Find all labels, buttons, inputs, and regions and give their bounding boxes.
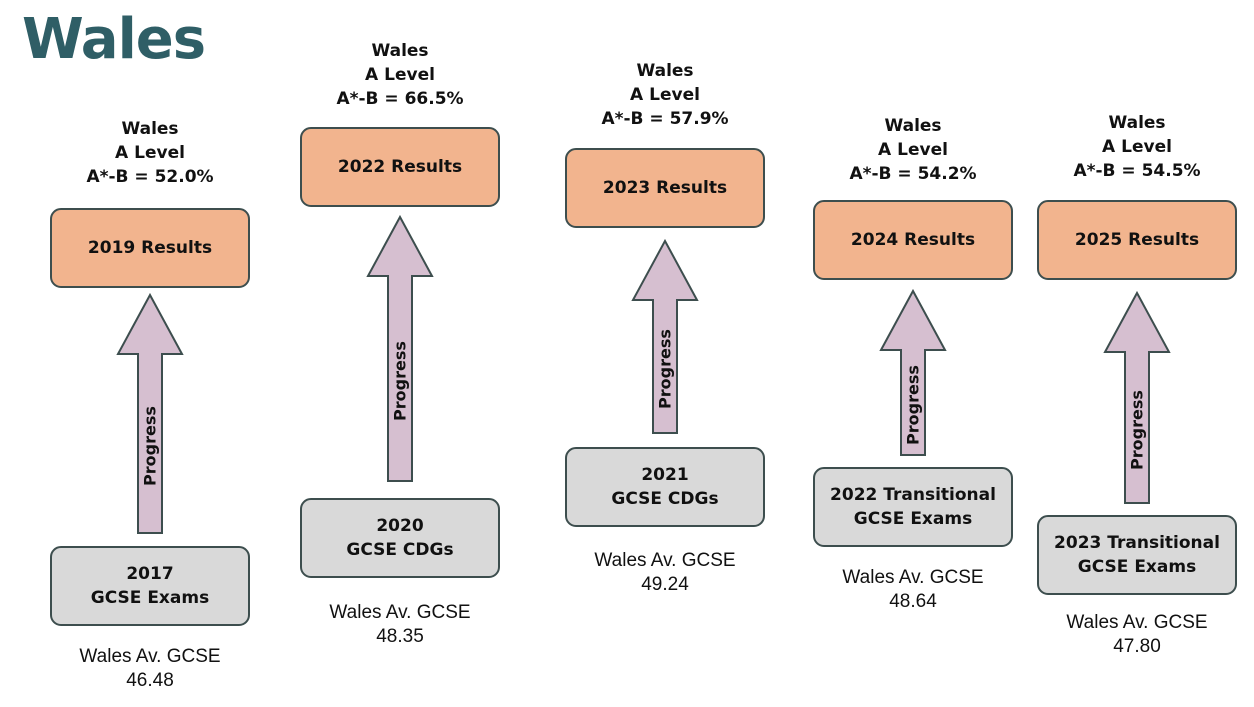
gcse-average-label: Wales Av. GCSE [594, 550, 736, 571]
gcse-average-value: 46.48 [126, 670, 174, 691]
heading-region: Wales [636, 61, 694, 81]
a-level-heading: Wales A Level A*-B = 52.0% [45, 117, 255, 189]
progress-arrow: Progress [1103, 290, 1171, 504]
gcse-type: GCSE Exams [853, 509, 973, 529]
gcse-average-label: Wales Av. GCSE [329, 602, 471, 623]
heading-region: Wales [371, 41, 429, 61]
gcse-average-value: 49.24 [641, 574, 689, 595]
gcse-average: Wales Av. GCSE 49.24 [560, 549, 770, 597]
gcse-average: Wales Av. GCSE 48.64 [808, 566, 1018, 614]
progress-arrow-shape [879, 288, 947, 456]
heading-grade-stat: A*-B = 54.5% [1073, 161, 1201, 181]
gcse-year: 2022 Transitional [830, 485, 996, 505]
heading-region: Wales [121, 119, 179, 139]
gcse-average-label: Wales Av. GCSE [79, 646, 221, 667]
results-box: 2023 Results [565, 148, 765, 228]
heading-grade-stat: A*-B = 57.9% [601, 109, 729, 129]
progress-arrow-label: Progress [904, 365, 923, 445]
progress-arrow: Progress [116, 292, 184, 534]
results-box: 2019 Results [50, 208, 250, 288]
gcse-box: 2021 GCSE CDGs [565, 447, 765, 527]
heading-qualification: A Level [630, 85, 700, 105]
heading-qualification: A Level [1102, 137, 1172, 157]
heading-region: Wales [884, 116, 942, 136]
gcse-average-value: 47.80 [1113, 636, 1161, 657]
progress-arrow-shape [631, 238, 699, 434]
gcse-type: GCSE Exams [90, 588, 210, 608]
progress-arrow-shape [1103, 290, 1171, 504]
cohort-column: Wales A Level A*-B = 54.2% 2024 Results … [808, 0, 1018, 707]
gcse-average-label: Wales Av. GCSE [1066, 612, 1208, 633]
results-box: 2024 Results [813, 200, 1013, 280]
gcse-box: 2022 Transitional GCSE Exams [813, 467, 1013, 547]
progress-arrow-label: Progress [141, 406, 160, 486]
gcse-box: 2017 GCSE Exams [50, 546, 250, 626]
page-title: Wales [22, 7, 206, 72]
progress-arrow-label: Progress [391, 341, 410, 421]
progress-arrow-shape [116, 292, 184, 534]
results-box: 2022 Results [300, 127, 500, 207]
gcse-year: 2023 Transitional [1054, 533, 1220, 553]
progress-arrow: Progress [879, 288, 947, 456]
heading-grade-stat: A*-B = 54.2% [849, 164, 977, 184]
results-label: 2024 Results [850, 230, 976, 250]
a-level-heading: Wales A Level A*-B = 54.5% [1032, 111, 1242, 183]
progress-arrow: Progress [366, 214, 434, 482]
gcse-year: 2020 [376, 516, 424, 536]
gcse-type: GCSE CDGs [346, 540, 454, 560]
gcse-box: 2020 GCSE CDGs [300, 498, 500, 578]
progress-arrow-shape [366, 214, 434, 482]
gcse-type: GCSE CDGs [611, 489, 719, 509]
gcse-year: 2021 [641, 465, 689, 485]
gcse-average-label: Wales Av. GCSE [842, 567, 984, 588]
progress-arrow: Progress [631, 238, 699, 434]
gcse-average: Wales Av. GCSE 48.35 [295, 601, 505, 649]
progress-arrow-label: Progress [656, 329, 675, 409]
results-box: 2025 Results [1037, 200, 1237, 280]
results-label: 2019 Results [87, 238, 213, 258]
gcse-box: 2023 Transitional GCSE Exams [1037, 515, 1237, 595]
heading-grade-stat: A*-B = 52.0% [86, 167, 214, 187]
results-label: 2025 Results [1074, 230, 1200, 250]
gcse-average: Wales Av. GCSE 46.48 [45, 645, 255, 693]
gcse-average-value: 48.35 [376, 626, 424, 647]
results-label: 2022 Results [337, 157, 463, 177]
gcse-average: Wales Av. GCSE 47.80 [1032, 611, 1242, 659]
a-level-heading: Wales A Level A*-B = 57.9% [560, 59, 770, 131]
heading-region: Wales [1108, 113, 1166, 133]
heading-qualification: A Level [365, 65, 435, 85]
results-label: 2023 Results [602, 178, 728, 198]
gcse-year: 2017 [126, 564, 174, 584]
a-level-heading: Wales A Level A*-B = 66.5% [295, 39, 505, 111]
heading-qualification: A Level [115, 143, 185, 163]
cohort-column: Wales A Level A*-B = 52.0% 2019 Results … [45, 0, 255, 707]
cohort-column: Wales A Level A*-B = 66.5% 2022 Results … [295, 0, 505, 707]
cohort-column: Wales A Level A*-B = 54.5% 2025 Results … [1032, 0, 1242, 707]
a-level-heading: Wales A Level A*-B = 54.2% [808, 114, 1018, 186]
gcse-average-value: 48.64 [889, 591, 937, 612]
progress-arrow-label: Progress [1128, 390, 1147, 470]
cohort-column: Wales A Level A*-B = 57.9% 2023 Results … [560, 0, 770, 707]
gcse-type: GCSE Exams [1077, 557, 1197, 577]
heading-qualification: A Level [878, 140, 948, 160]
heading-grade-stat: A*-B = 66.5% [336, 89, 464, 109]
